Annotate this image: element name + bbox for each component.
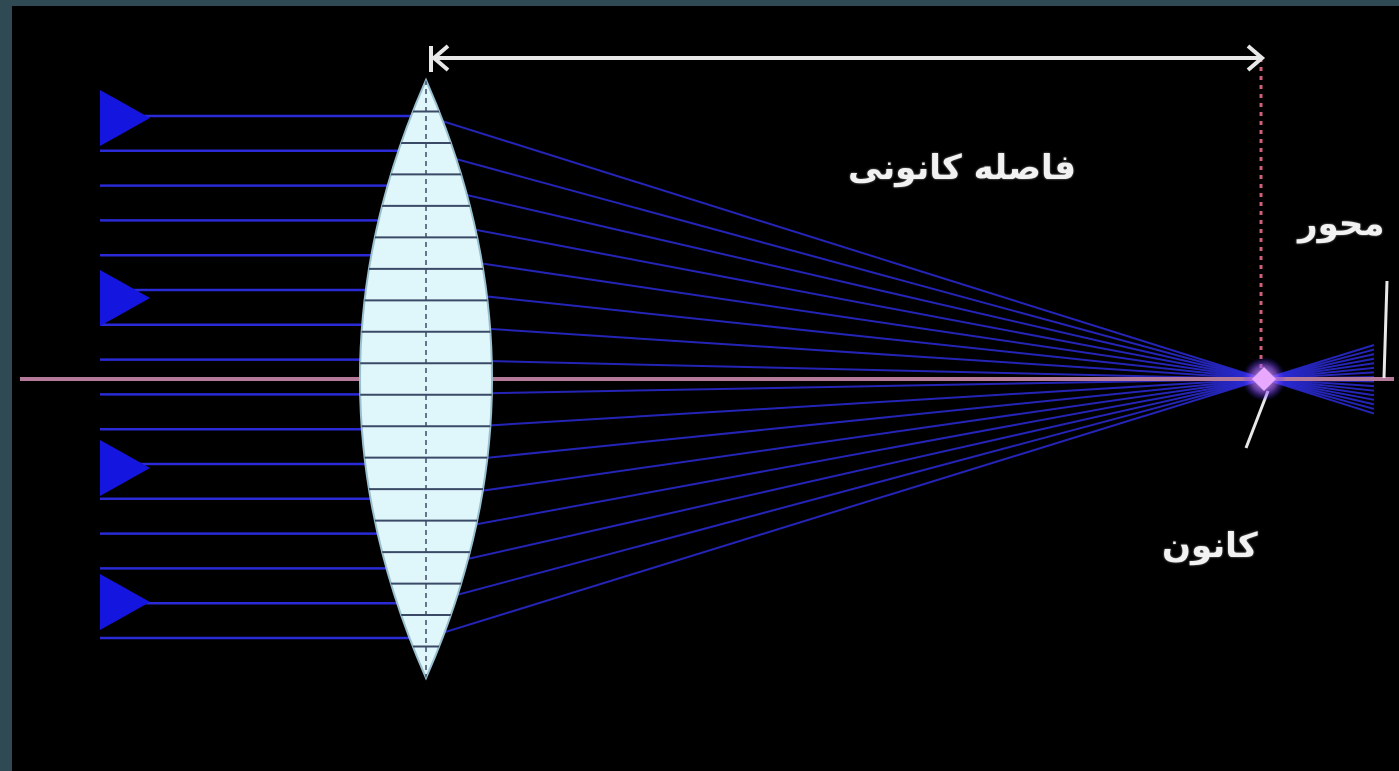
- refracted-ray: [425, 371, 1375, 431]
- lens-diagram: فاصله کانونی محور کانون: [12, 6, 1399, 771]
- focal-length-label: فاصله کانونی: [848, 148, 1077, 188]
- lens-diagram-svg: [20, 44, 1394, 681]
- ray-arrowhead: [100, 90, 150, 146]
- refracted-ray: [425, 219, 1375, 401]
- axis-pointer-line: [1382, 280, 1389, 379]
- focus-point: [1252, 367, 1276, 391]
- ray-arrowheads: [100, 90, 150, 630]
- ray-arrowhead: [100, 270, 150, 326]
- refracted-ray: [425, 348, 1375, 605]
- focal-length-dimension-arrow: [429, 44, 1266, 72]
- dimension-left-arrowhead: [430, 44, 450, 72]
- refracted-ray: [425, 254, 1375, 397]
- refracted-ray: [425, 323, 1375, 388]
- focus-label: کانون: [1162, 526, 1258, 566]
- refracted-ray: [425, 344, 1375, 639]
- refracted-ray: [425, 184, 1375, 406]
- axis-label: محور: [1298, 204, 1385, 244]
- refracted-ray: [425, 149, 1375, 410]
- refracted-ray: [425, 362, 1375, 500]
- convex-lens: [359, 77, 493, 681]
- ray-arrowhead: [100, 440, 150, 496]
- refracted-ray: [425, 289, 1375, 392]
- refracted-ray: [425, 353, 1375, 570]
- refracted-rays: [425, 115, 1375, 639]
- refracted-ray: [425, 115, 1375, 415]
- incident-rays: [100, 114, 426, 640]
- refracted-ray: [425, 366, 1375, 465]
- dimension-right-arrowhead: [1246, 44, 1266, 72]
- ray-arrowhead: [100, 574, 150, 630]
- refracted-ray: [425, 357, 1375, 535]
